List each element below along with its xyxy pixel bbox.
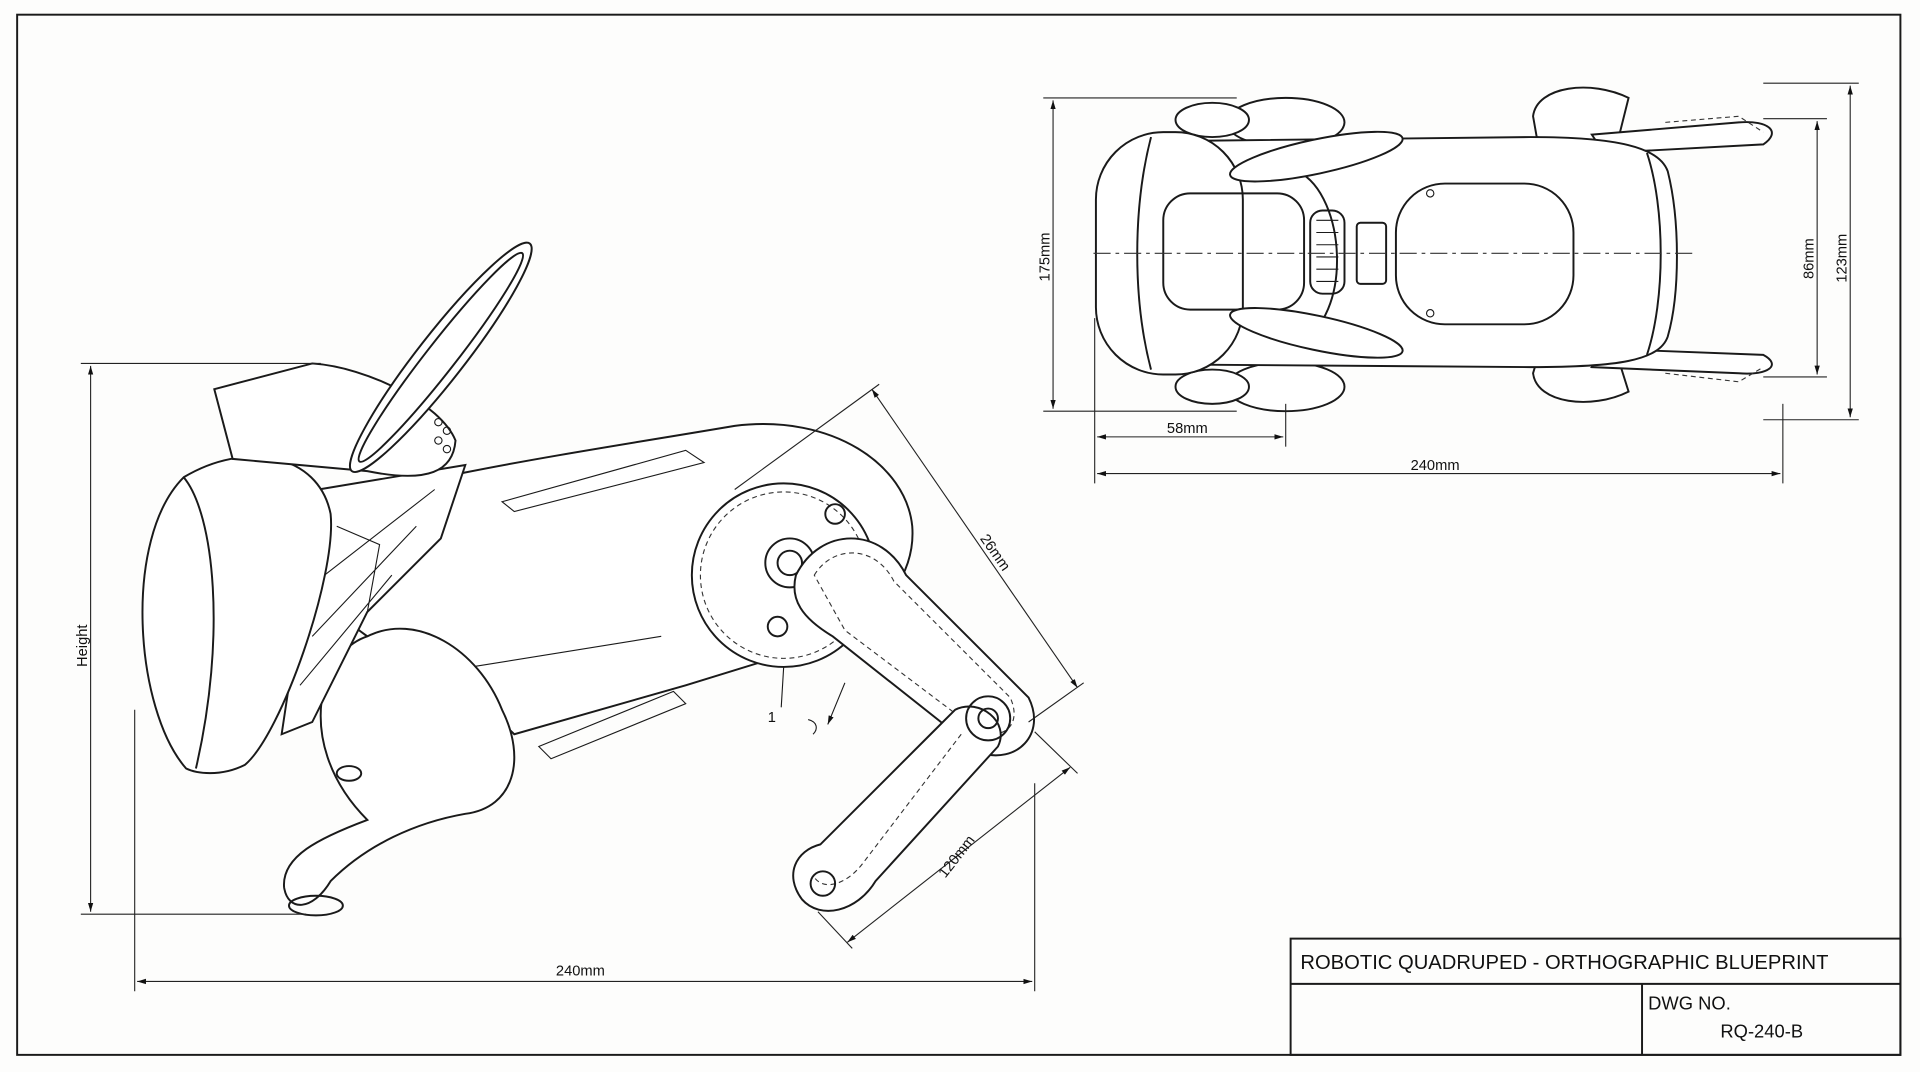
dwg-number: RQ-240-B bbox=[1720, 1021, 1803, 1042]
top-length-dimension: 240mm bbox=[1097, 403, 1784, 484]
top-ear-left bbox=[1229, 130, 1404, 183]
top-length-label: 240mm bbox=[1411, 458, 1460, 474]
top-width-label: 175mm bbox=[1037, 233, 1053, 282]
callout-label: 1 bbox=[768, 710, 776, 726]
dwg-no-label: DWG NO. bbox=[1648, 993, 1731, 1014]
top-body bbox=[1199, 136, 1678, 369]
drawing-border bbox=[16, 13, 1902, 1056]
shin-length-label: 120mm bbox=[936, 833, 979, 881]
top-view: 175mm 58mm 240mm 86mm 123mm bbox=[1037, 82, 1859, 484]
rear-left-leg bbox=[1532, 86, 1630, 148]
outer-width-dimension: 123mm bbox=[1763, 82, 1859, 421]
head-length-label: 58mm bbox=[1167, 421, 1208, 437]
height-dimension: Height bbox=[75, 362, 321, 915]
rear-shin bbox=[792, 705, 1002, 912]
ear-antenna bbox=[349, 241, 533, 473]
title-block: ROBOTIC QUADRUPED - ORTHOGRAPHIC BLUEPRI… bbox=[1289, 937, 1902, 1056]
side-view: 1 Height 240mm 26mm 120mm bbox=[75, 241, 1084, 992]
side-length-label: 240mm bbox=[556, 963, 605, 979]
outer-width-label: 123mm bbox=[1835, 234, 1851, 283]
inner-width-label: 86mm bbox=[1801, 238, 1817, 279]
top-width-dimension: 175mm bbox=[1037, 97, 1237, 412]
drawing-title: ROBOTIC QUADRUPED - ORTHOGRAPHIC BLUEPRI… bbox=[1300, 952, 1828, 974]
head-shell bbox=[141, 455, 333, 775]
top-ear-right bbox=[1229, 307, 1404, 359]
height-label: Height bbox=[75, 625, 91, 667]
inner-width-dimension: 86mm bbox=[1763, 118, 1827, 378]
head-length-dimension: 58mm bbox=[1094, 318, 1287, 484]
